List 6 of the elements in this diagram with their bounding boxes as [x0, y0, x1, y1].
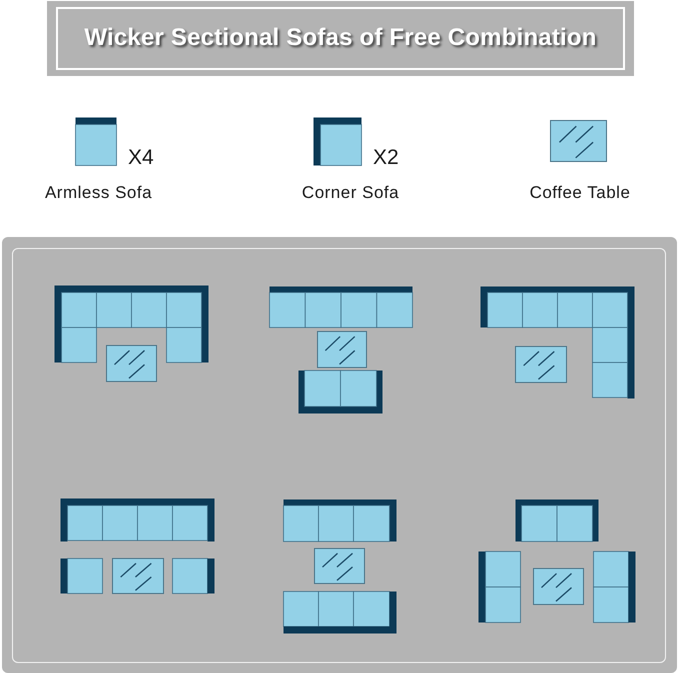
legend-label: Armless Sofa	[44, 184, 152, 201]
legend-label: Coffee Table	[530, 184, 630, 201]
legend-label: Corner Sofa	[302, 184, 400, 201]
title: Wicker Sectional Sofas of Free Combination	[84, 25, 597, 52]
quantity-label: X4	[128, 147, 154, 168]
quantity-label: X2	[373, 147, 399, 168]
